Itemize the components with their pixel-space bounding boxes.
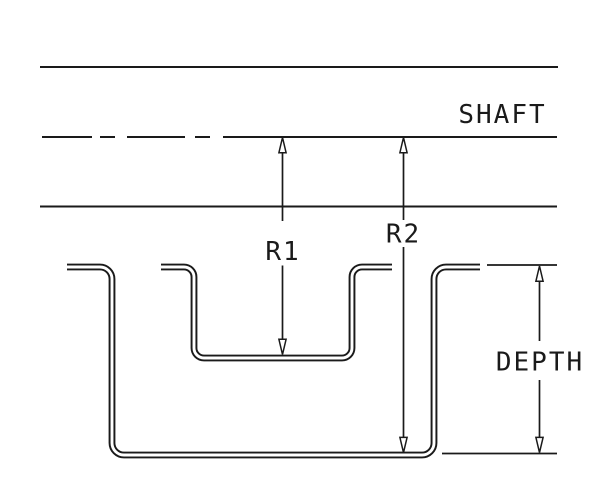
r2-arrowhead-bottom bbox=[398, 436, 409, 453]
r1-arrowhead-bottom bbox=[277, 338, 288, 355]
shaft-outline bbox=[40, 66, 558, 208]
shaft-label: SHAFT bbox=[458, 100, 546, 130]
outer-groove-profile-inner-line bbox=[64, 265, 483, 457]
groove-profiles bbox=[64, 263, 483, 459]
depth-arrowhead-top bbox=[534, 265, 545, 282]
r1-label: R1 bbox=[265, 237, 300, 267]
r2-label: R2 bbox=[386, 220, 421, 250]
r1-arrowhead-top bbox=[277, 137, 288, 154]
labels: SHAFT R1 R2 DEPTH bbox=[265, 100, 584, 378]
r2-arrowhead-top bbox=[398, 137, 409, 154]
arrowheads bbox=[277, 137, 545, 453]
depth-extension-lines bbox=[442, 264, 557, 455]
inner-groove-profile-inner-line bbox=[158, 265, 395, 360]
dimension-lines bbox=[281, 152, 541, 438]
depth-arrowhead-bottom bbox=[534, 436, 545, 453]
depth-label: DEPTH bbox=[496, 348, 584, 378]
inner-groove-profile bbox=[161, 263, 392, 362]
